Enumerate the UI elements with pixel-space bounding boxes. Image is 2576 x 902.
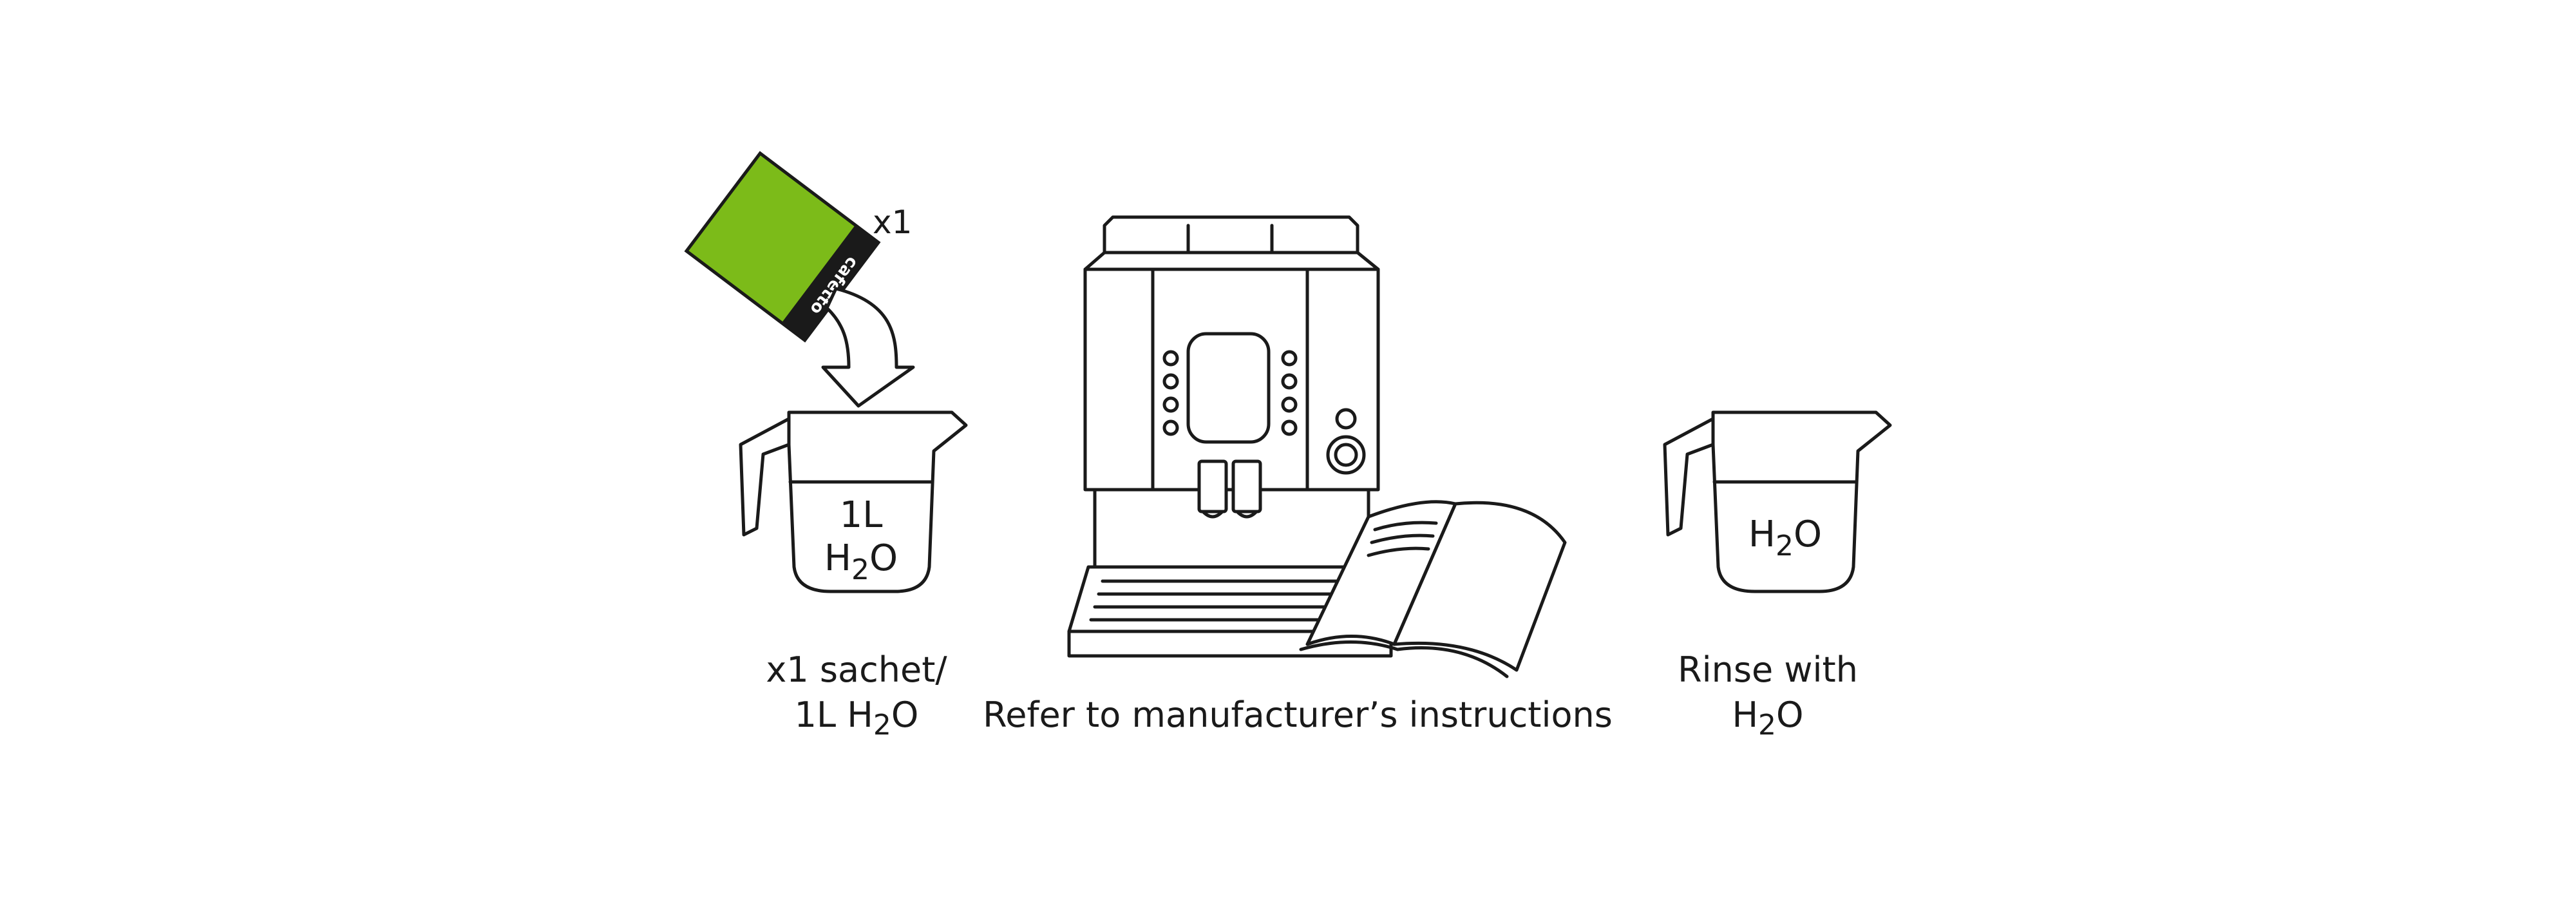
- jug1-volume: 1L: [840, 494, 883, 536]
- pour-arrow-icon: [821, 287, 915, 408]
- sachet-band: [781, 225, 879, 341]
- step3-caption-line2: H2O: [1732, 695, 1803, 742]
- step1-caption-line1: x1 sachet/: [766, 649, 947, 690]
- coffee-machine-icon: [1067, 215, 1393, 658]
- jug1-formula: H2O: [824, 537, 898, 586]
- measuring-jug-icon: [739, 410, 968, 593]
- step3-caption-line1: Rinse with: [1678, 649, 1858, 690]
- step2-caption: Refer to manufacturer’s instructions: [983, 695, 1613, 735]
- measuring-jug-icon: [1663, 410, 1892, 593]
- sachet-quantity: x1: [873, 204, 912, 241]
- open-manual-icon: [1299, 500, 1567, 678]
- step1-caption-line2: 1L H2O: [795, 695, 919, 742]
- jug2-formula: H2O: [1748, 513, 1822, 562]
